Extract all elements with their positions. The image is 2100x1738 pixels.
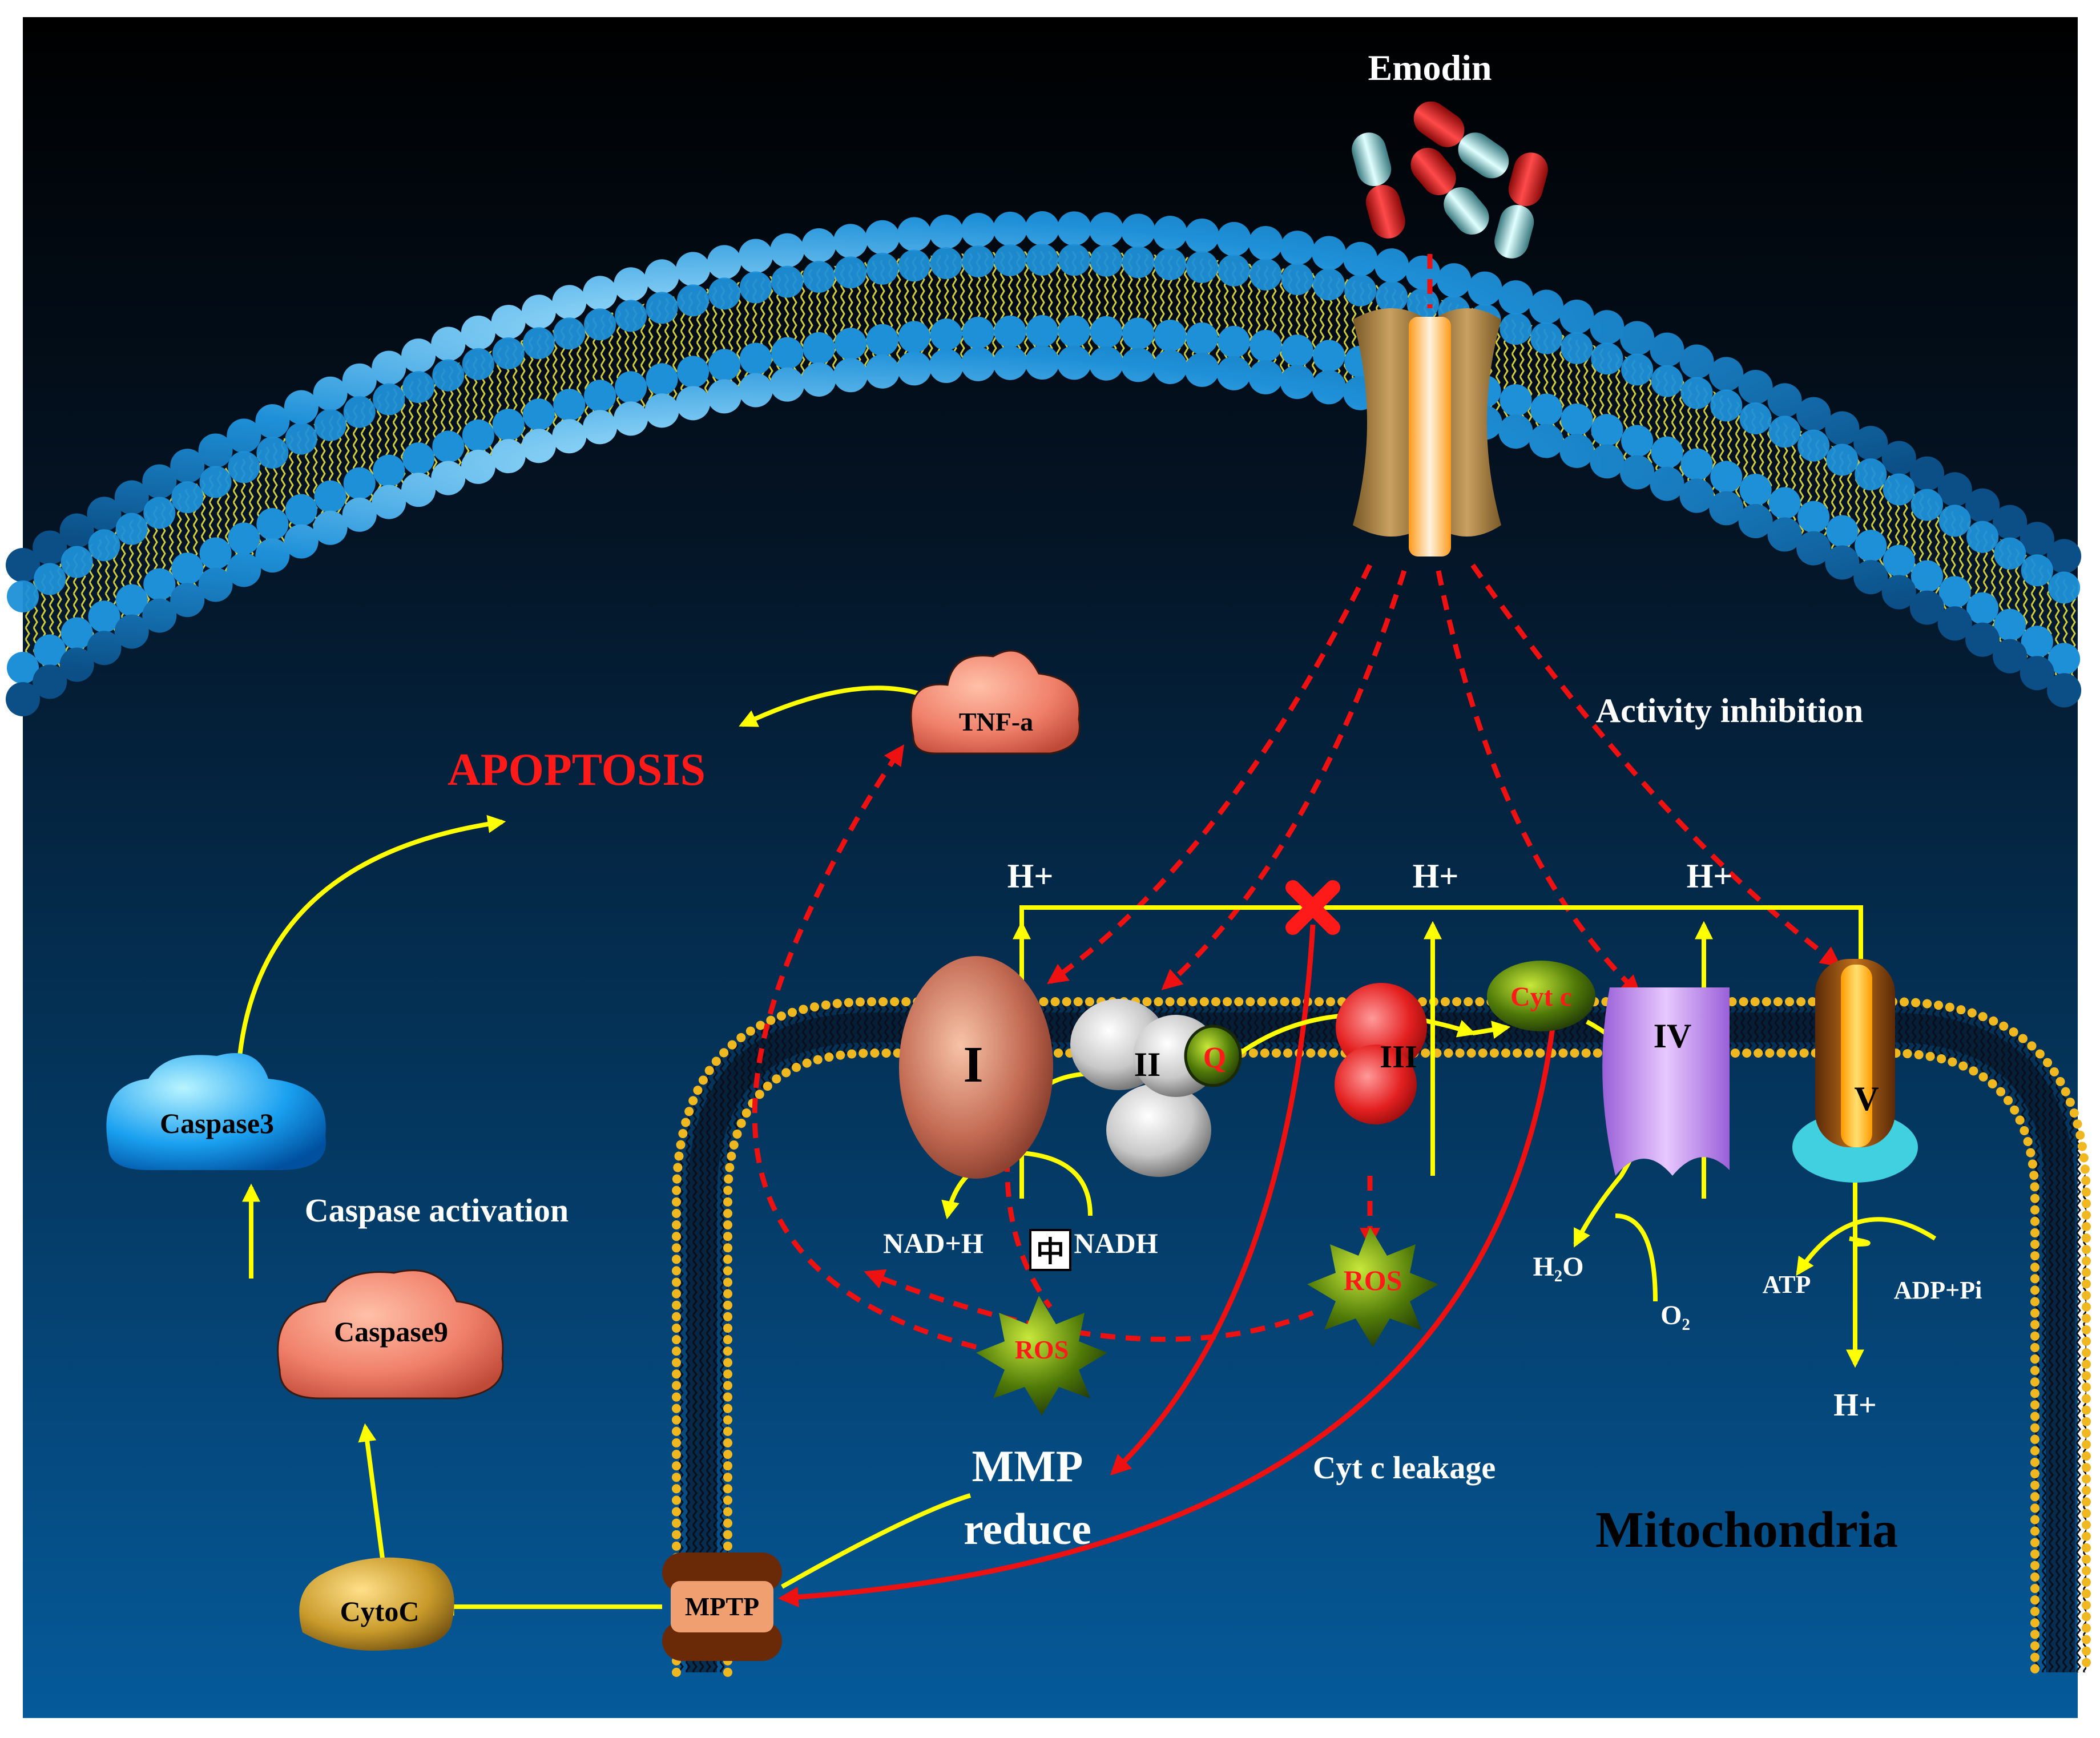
inhibit-complex-4-arrow [1436, 570, 1642, 996]
ros-to-tnf-arrow [752, 744, 977, 1350]
h-plus-label-3: H+ [1687, 857, 1733, 895]
caspase9-label: Caspase9 [334, 1316, 448, 1348]
tnf-protein [910, 650, 1081, 755]
atp-arrow [1796, 1217, 1937, 1276]
mmp-reduce-arrow [1110, 924, 1316, 1476]
tnf-label: TNF-a [959, 707, 1033, 736]
h-plus-label-1: H+ [1007, 857, 1054, 895]
complex-3-label: III [1380, 1039, 1417, 1075]
cytochrome-c [1487, 961, 1595, 1031]
cytoc-to-caspase9-arrow [358, 1423, 385, 1559]
tnf-to-apoptosis-arrow [739, 685, 920, 727]
adp-label: ADP+Pi [1894, 1276, 1982, 1304]
complex-3 [1335, 983, 1427, 1124]
complex-4 [1602, 987, 1730, 1176]
caspase3-label: Caspase3 [160, 1107, 274, 1139]
mptp-label: MPTP [685, 1592, 759, 1621]
cytc-label: Cyt c [1510, 982, 1572, 1012]
inhibit-complex-2-arrow [1161, 570, 1407, 990]
cytoc-label: CytoC [340, 1595, 420, 1627]
h-plus-label-2: H+ [1413, 857, 1459, 895]
mitochondria-label: Mitochondria [1595, 1502, 1898, 1558]
mptp-pore [662, 1552, 782, 1661]
ros-merge-arrow [864, 1269, 1314, 1342]
coenzyme-q [1184, 1025, 1242, 1087]
cytc-leakage-label: Cyt c leakage [1313, 1450, 1496, 1486]
ros-star-2 [1307, 1227, 1438, 1347]
ros-label-2: ROS [1344, 1264, 1402, 1296]
cytoc-protein [299, 1557, 454, 1651]
cell-membrane [6, 211, 2095, 716]
o2-arrow [1615, 1213, 1658, 1302]
block-x-icon [1285, 880, 1340, 935]
inhibit-complex-1-arrow [1047, 564, 1373, 985]
atp-label: ATP [1763, 1271, 1811, 1299]
complex-5-atp-synthase [1792, 959, 1918, 1183]
caspase-activation-label: Caspase activation [305, 1192, 569, 1229]
caspase9-protein [277, 1269, 504, 1400]
complex-1-symbol-box [1029, 1229, 1071, 1271]
apoptosis-label: APOPTOSIS [448, 745, 706, 795]
membrane-channel [1353, 308, 1501, 557]
nadh-label: NADH [1074, 1227, 1158, 1259]
ros-label-1: ROS [1015, 1335, 1069, 1364]
complex-5-label: V [1854, 1080, 1879, 1118]
complex-4-label: IV [1654, 1017, 1692, 1055]
electron-path-2 [1214, 1012, 1477, 1075]
complex-2-label: II [1134, 1046, 1161, 1083]
h2o-label: H₂O [1533, 1252, 1583, 1282]
box-character-label: 中 [1036, 1236, 1065, 1268]
mmp-mptp-line [781, 1493, 972, 1589]
emodin-label: Emodin [1368, 47, 1492, 88]
complex-1-label: I [963, 1037, 983, 1093]
ros-star-1 [976, 1296, 1107, 1416]
reduce-label: reduce [964, 1504, 1091, 1554]
nad-label: NAD+H [883, 1227, 984, 1259]
o2-label: O₂ [1660, 1300, 1690, 1330]
h-plus-out-label: H+ [1833, 1388, 1876, 1423]
mmp-label: MMP [972, 1441, 1083, 1491]
q-label: Q [1203, 1042, 1226, 1074]
cytc-leakage-arrow [777, 1027, 1555, 1608]
complex-1 [899, 956, 1053, 1179]
activity-inhibition-label: Activity inhibition [1596, 692, 1863, 729]
complex-2 [1070, 999, 1219, 1177]
leakage-arrows [777, 924, 1555, 1608]
caspase3-protein [106, 1053, 326, 1170]
emodin-capsules-icon [1352, 101, 1548, 259]
caspase3-to-apoptosis-arrow [237, 814, 506, 1056]
